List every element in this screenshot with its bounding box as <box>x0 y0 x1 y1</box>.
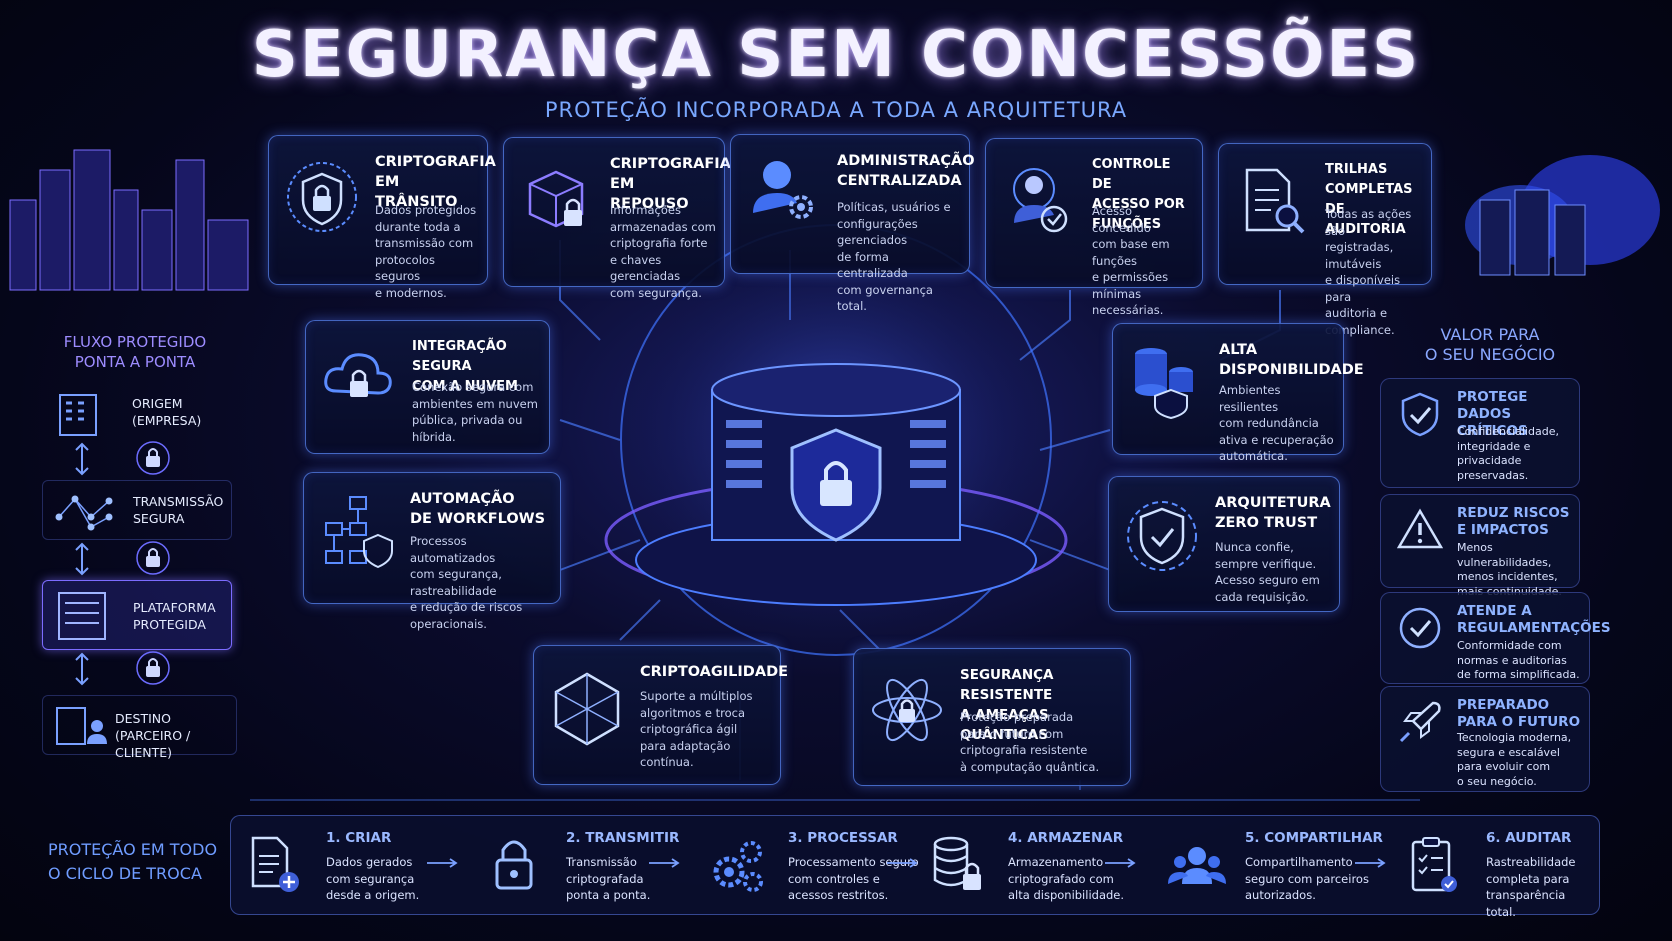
clipboard-check-icon <box>1411 837 1457 892</box>
page-title: SEGURANÇA SEM CONCESSÕES <box>251 18 1421 92</box>
users-group-icon <box>1168 847 1226 884</box>
user-check-icon <box>1013 168 1068 233</box>
flow-connectors <box>75 441 170 686</box>
cloud-datacenter-icon <box>1465 155 1660 276</box>
workflow-icon <box>325 496 393 569</box>
flow-item-origem: ORIGEM(EMPRESA) <box>42 385 232 443</box>
gears-icon <box>713 841 763 892</box>
lock-icon <box>136 441 170 685</box>
arrow-right-icon <box>887 858 918 868</box>
lock-icon <box>495 840 533 890</box>
polyhedron-icon <box>554 672 620 746</box>
rocket-icon <box>1399 701 1441 743</box>
building-users-icon <box>56 707 107 745</box>
cloud-lock-icon <box>324 353 392 397</box>
arrow-right-icon <box>1355 858 1386 868</box>
atom-lock-icon <box>872 678 942 742</box>
flow-item-destino: DESTINO(PARCEIRO / CLIENTE) <box>42 695 237 760</box>
page-subtitle: PROTEÇÃO INCORPORADA A TODA A ARQUITETUR… <box>544 98 1128 122</box>
encrypted-box-icon <box>528 170 584 228</box>
arrow-right-icon <box>427 858 458 868</box>
city-skyline-icon <box>9 149 249 291</box>
database-lock-icon <box>933 836 981 890</box>
database-shield-icon <box>1135 348 1193 420</box>
admin-user-gear-icon <box>753 161 813 219</box>
arrow-right-icon <box>1105 858 1136 868</box>
central-secure-platform-icon <box>604 224 1068 656</box>
datacenter-icon <box>58 592 106 640</box>
network-icon <box>55 495 113 531</box>
arrow-right-icon <box>649 858 680 868</box>
document-search-icon <box>1245 168 1305 234</box>
shield-check-icon <box>1127 501 1197 571</box>
warning-icon <box>1397 508 1443 549</box>
shield-check-icon <box>1401 392 1439 437</box>
check-circle-icon <box>1399 607 1441 649</box>
lock-shield-icon <box>287 162 357 232</box>
document-add-icon <box>251 836 299 892</box>
building-icon <box>59 394 97 436</box>
